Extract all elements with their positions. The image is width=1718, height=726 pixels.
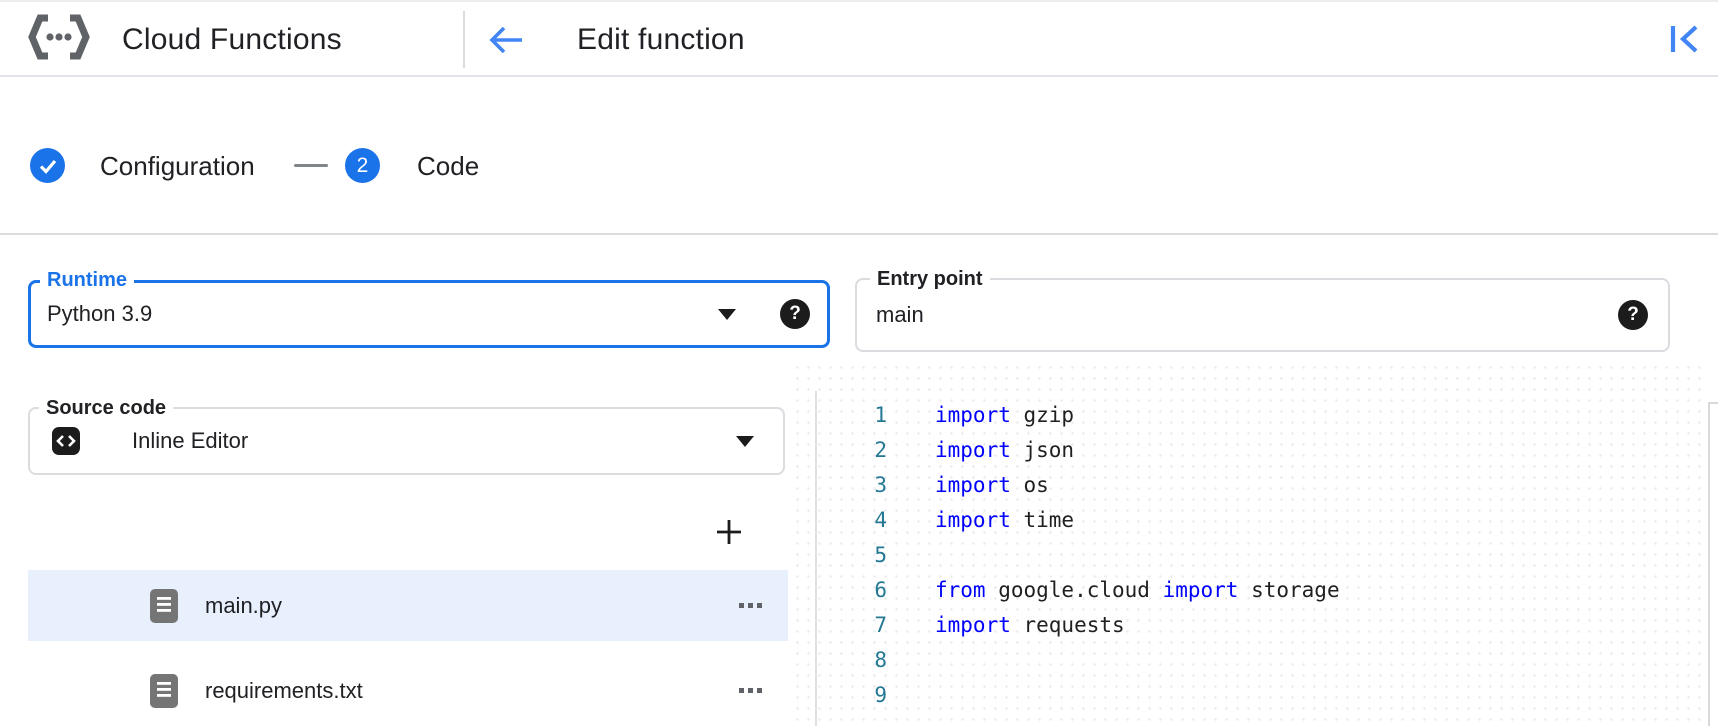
code-line-1: 1 import gzip (815, 398, 1695, 433)
entry-point-help-icon[interactable]: ? (1618, 300, 1648, 330)
line-content: from google.cloud import storage (935, 578, 1340, 602)
more-horizontal-icon[interactable] (739, 602, 762, 608)
file-document-icon (150, 673, 178, 708)
file-row-requirements.txt[interactable]: requirements.txt (28, 655, 788, 726)
line-number: 2 (874, 438, 887, 462)
header-divider (463, 11, 465, 68)
entry-point-label: Entry point (870, 267, 990, 291)
line-content (887, 678, 935, 713)
step-code-number: 2 (356, 153, 369, 177)
line-number: 5 (874, 543, 887, 567)
code-editor[interactable]: 1 import gzip 2 import json 3 import os 4 impor… (815, 398, 1695, 713)
stepper-connector (294, 164, 328, 167)
step-code-label[interactable]: Code (417, 151, 480, 181)
source-code-value: Inline Editor (132, 428, 249, 453)
back-arrow-icon[interactable] (486, 20, 526, 60)
line-number: 9 (874, 683, 887, 707)
runtime-label: Runtime (40, 268, 134, 292)
code-line-8: 8 (815, 643, 1695, 678)
line-content: import gzip (935, 403, 1075, 427)
line-content: import time (935, 508, 1075, 532)
editor-gutter-divider (815, 391, 817, 726)
runtime-value: Python 3.9 (47, 301, 153, 326)
add-file-button[interactable] (715, 518, 743, 546)
line-number: 3 (874, 473, 887, 497)
entry-point-value: main (876, 302, 924, 327)
code-line-7: 7 import requests (815, 608, 1695, 643)
line-number: 6 (874, 578, 887, 602)
step-code-indicator[interactable]: 2 (345, 148, 380, 183)
code-badge-icon (52, 427, 80, 455)
code-line-5: 5 (815, 538, 1695, 573)
chevron-down-icon[interactable] (736, 435, 754, 447)
page-title: Edit function (577, 23, 745, 56)
product-name: Cloud Functions (122, 23, 342, 56)
line-number: 4 (874, 508, 887, 532)
check-icon (36, 154, 60, 178)
line-number: 7 (874, 613, 887, 637)
editor-scrollbar[interactable] (1708, 402, 1718, 726)
file-row-main.py[interactable]: main.py (28, 570, 788, 641)
line-number: 8 (874, 648, 887, 672)
editor-background (792, 362, 1706, 726)
collapse-panel-icon[interactable] (1668, 23, 1702, 55)
line-content: import requests (935, 613, 1125, 637)
line-content: import os (935, 473, 1049, 497)
runtime-help-icon[interactable]: ? (780, 299, 810, 329)
code-line-2: 2 import json (815, 433, 1695, 468)
line-content (887, 538, 935, 573)
cloud-functions-logo-icon (28, 13, 90, 61)
line-number: 1 (874, 403, 887, 427)
file-document-icon (150, 588, 178, 623)
line-content: import json (935, 438, 1075, 462)
chevron-down-icon[interactable] (718, 308, 736, 320)
more-horizontal-icon[interactable] (739, 687, 762, 693)
file-name: requirements.txt (205, 677, 363, 703)
source-code-label: Source code (39, 396, 174, 420)
step-configuration-label[interactable]: Configuration (100, 151, 255, 181)
file-name: main.py (205, 592, 283, 618)
runtime-select[interactable]: Runtime Python 3.9 ? (28, 268, 830, 348)
source-code-select[interactable]: Source code Inline Editor (28, 396, 785, 475)
code-line-6: 6 from google.cloud import storage (815, 573, 1695, 608)
step-configuration-indicator[interactable] (30, 148, 65, 183)
code-line-4: 4 import time (815, 503, 1695, 538)
code-line-3: 3 import os (815, 468, 1695, 503)
line-content (887, 643, 935, 678)
entry-point-input[interactable]: Entry point main ? (855, 267, 1670, 352)
code-line-9: 9 (815, 678, 1695, 713)
section-divider (0, 233, 1718, 235)
top-hairline (0, 0, 1718, 2)
header: Cloud Functions Edit function (0, 2, 1718, 77)
